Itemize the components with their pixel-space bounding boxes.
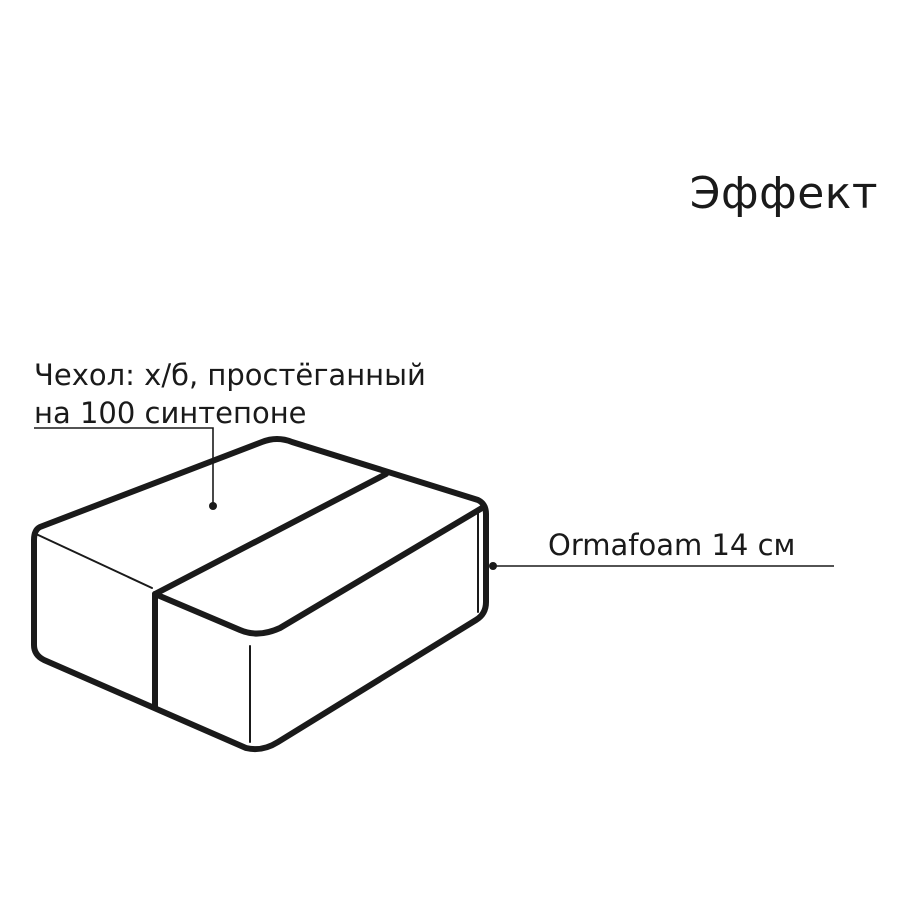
cover-callout-leader bbox=[34, 427, 214, 504]
cover-callout-label: Чехол: х/б, простёганный на 100 синтепон… bbox=[34, 356, 426, 432]
cover-label-line-2: на 100 синтепоне bbox=[34, 396, 307, 430]
cover-band-top-edge bbox=[152, 471, 389, 597]
foam-callout-label: Ormafoam 14 см bbox=[548, 528, 796, 562]
cover-callout-dot bbox=[209, 502, 217, 510]
front-block-top-edge bbox=[152, 505, 485, 637]
cover-label-line-1: Чехол: х/б, простёганный bbox=[34, 358, 426, 392]
mattress-outline bbox=[31, 436, 489, 753]
back-block-front-edge bbox=[35, 533, 153, 589]
product-title: Эффект bbox=[689, 168, 878, 219]
foam-callout-dot bbox=[489, 562, 497, 570]
